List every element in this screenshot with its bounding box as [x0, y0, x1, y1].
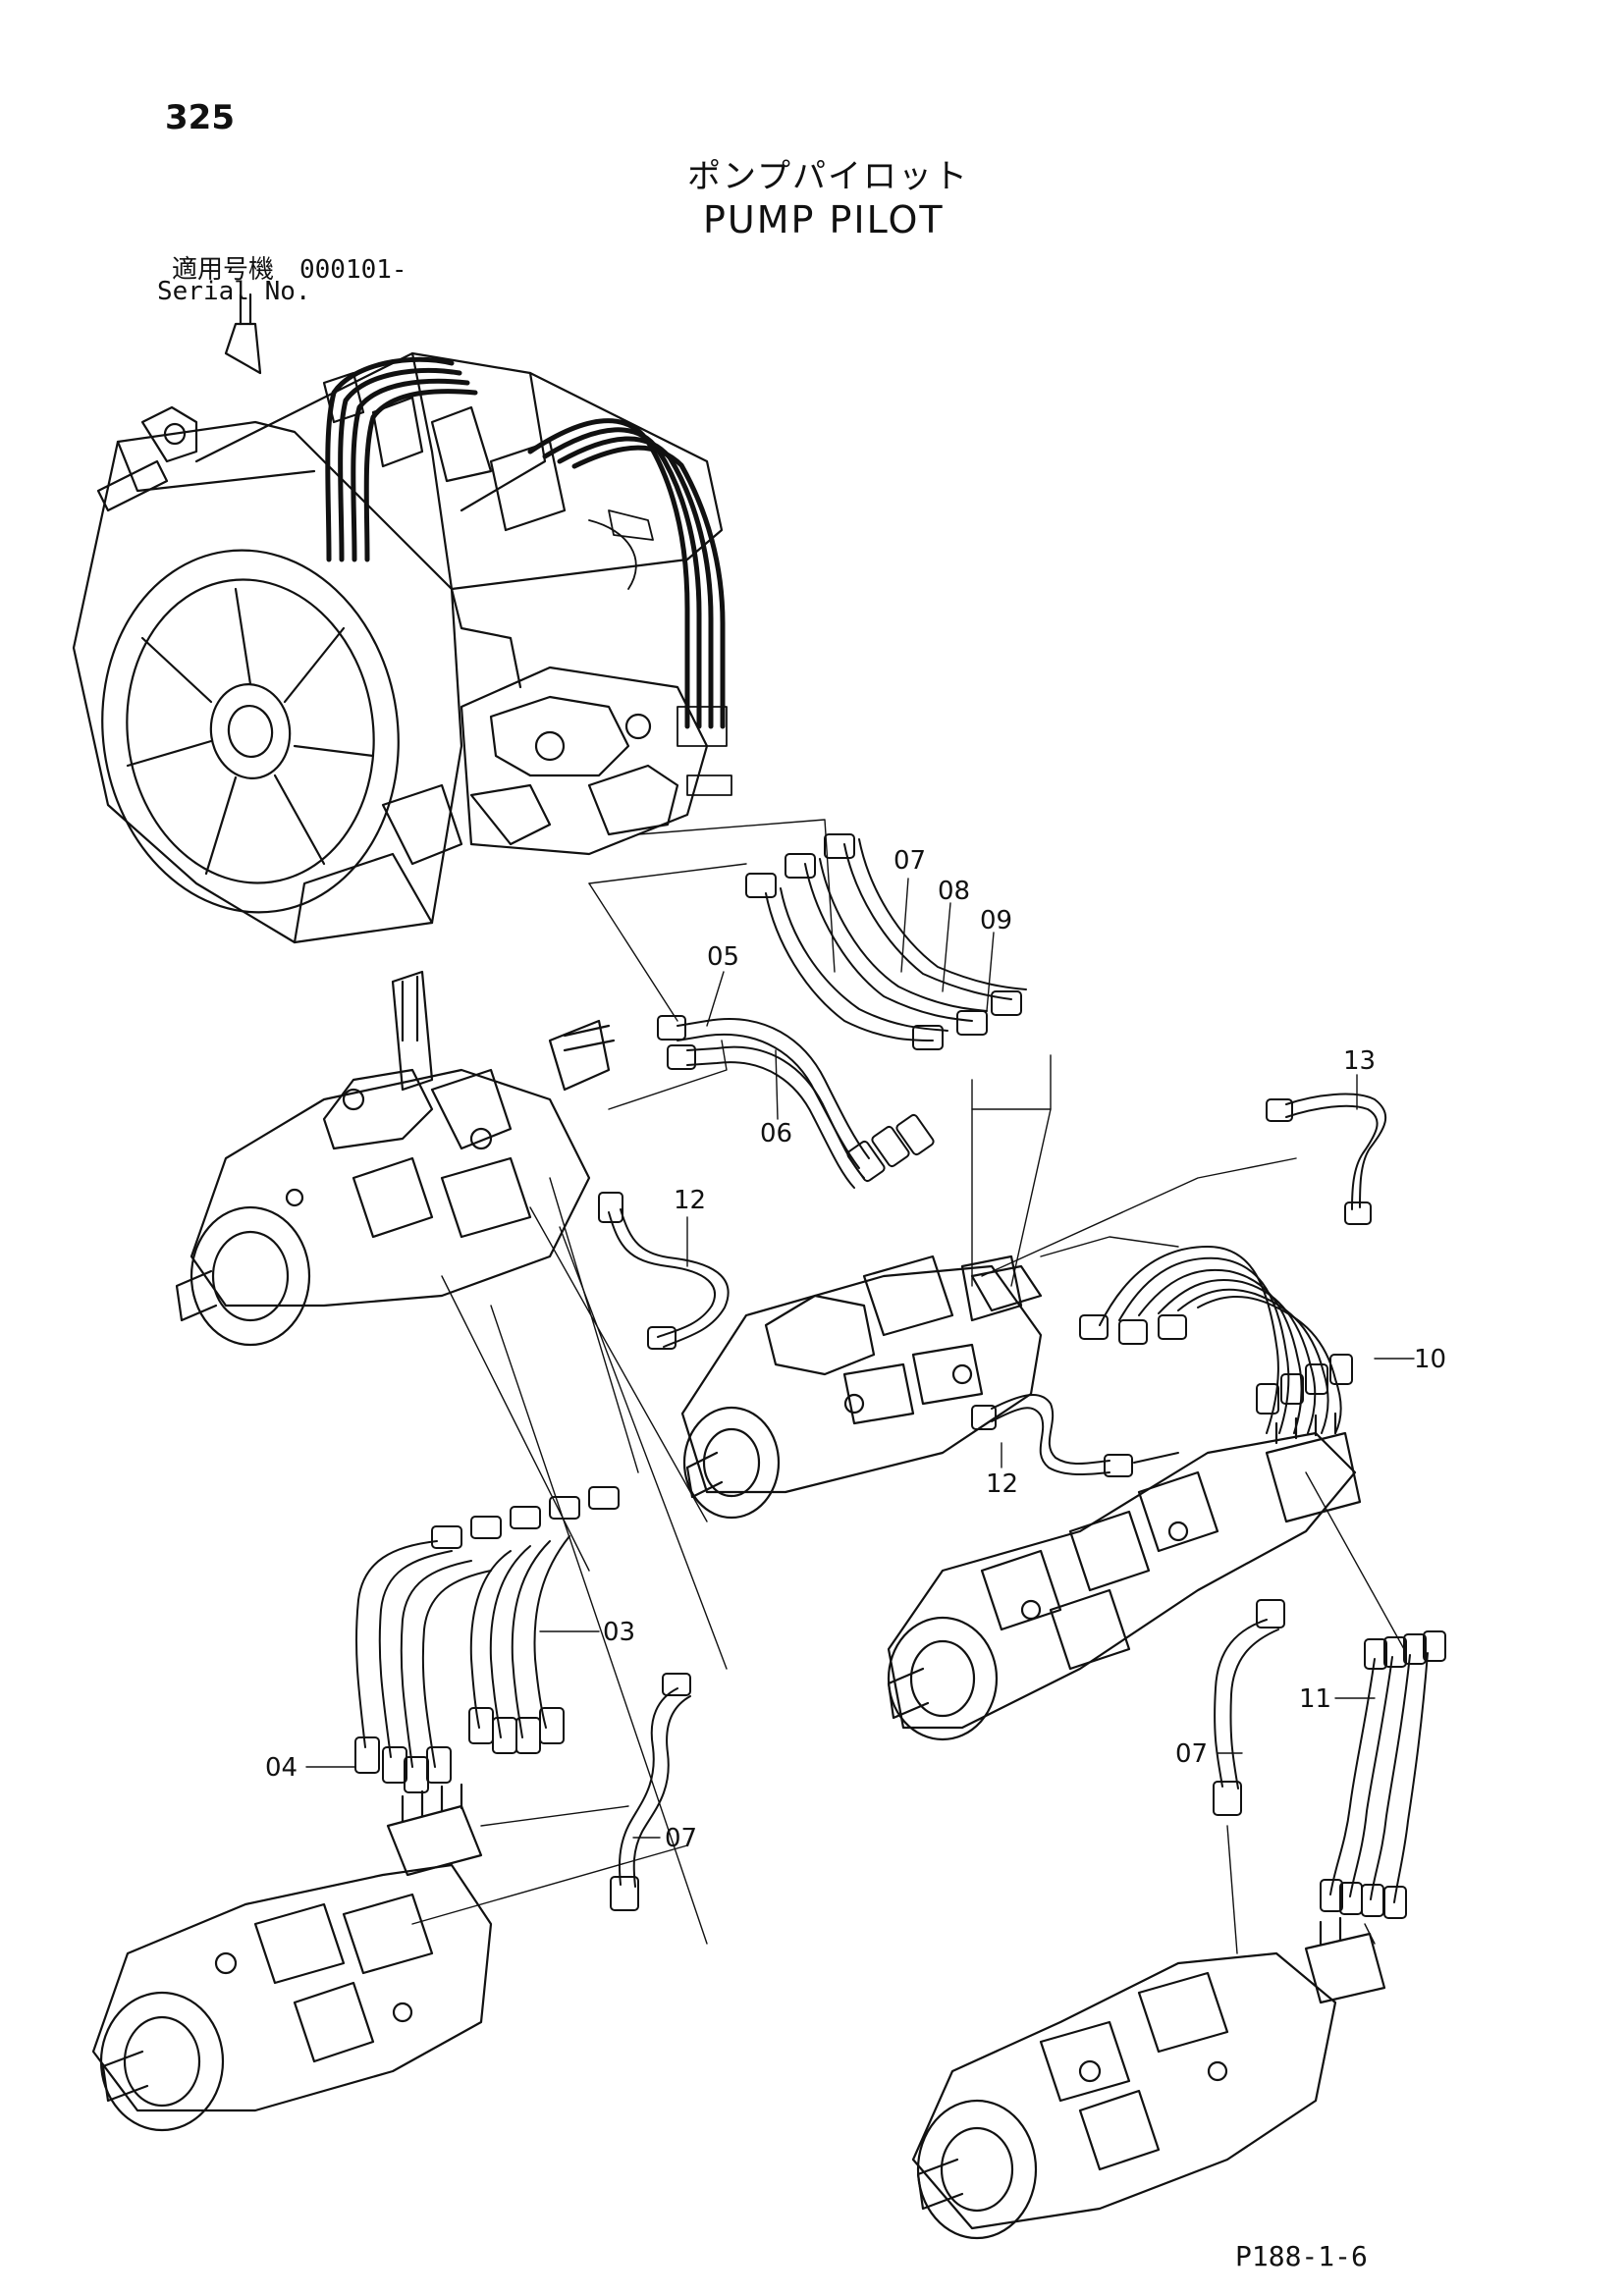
callout-13: 13: [1343, 1046, 1377, 1076]
hose-12-upper: [598, 1192, 730, 1350]
pump-center: [680, 1255, 1043, 1520]
hose-07-lower-right: [1213, 1599, 1285, 1816]
callout-03: 03: [603, 1618, 636, 1647]
page-title-japanese: ポンプパイロット: [687, 157, 969, 196]
pump-bottom-right: [911, 1916, 1386, 2240]
callout-12-upper: 12: [674, 1186, 707, 1215]
engine-assembly: [72, 293, 724, 944]
callout-11: 11: [1299, 1684, 1332, 1714]
hose-11: [1320, 1630, 1446, 1919]
callout-07-lower-middle: 07: [665, 1824, 698, 1853]
callout-12-lower: 12: [986, 1469, 1019, 1499]
hose-12-lower: [971, 1393, 1179, 1477]
hose-07-lower-middle: [610, 1673, 691, 1911]
callout-08: 08: [938, 877, 971, 906]
callout-06: 06: [760, 1119, 793, 1148]
connection-lines: [411, 819, 1405, 1954]
callout-09: 09: [980, 906, 1013, 935]
page-number: 325: [165, 98, 235, 137]
callout-10: 10: [1414, 1345, 1447, 1374]
page-title: PUMP PILOT: [703, 198, 945, 241]
document-reference: P188-1-6: [1235, 2240, 1368, 2272]
engine-hose-details: [588, 509, 732, 796]
hose-07-08-09: [745, 833, 1027, 1050]
serial-label-japanese: 適用号機 000101-: [172, 255, 407, 285]
pump-mid-left: [175, 970, 616, 1347]
pump-bottom-left: [91, 1783, 493, 2132]
callout-07-lower-right: 07: [1175, 1739, 1209, 1769]
hose-03-04: [354, 1486, 620, 1793]
hose-05-06: [657, 1015, 935, 1189]
engine-hose-bundle: [325, 356, 726, 729]
hose-10: [1079, 1246, 1353, 1434]
callout-05: 05: [707, 942, 740, 972]
pump-mid-right: [887, 1412, 1362, 1741]
callout-leaders: [305, 878, 1415, 1839]
serial-label: Serial No.: [157, 277, 311, 306]
callout-04: 04: [265, 1753, 298, 1783]
callout-07-upper: 07: [893, 846, 927, 876]
hose-13: [1266, 1093, 1387, 1225]
